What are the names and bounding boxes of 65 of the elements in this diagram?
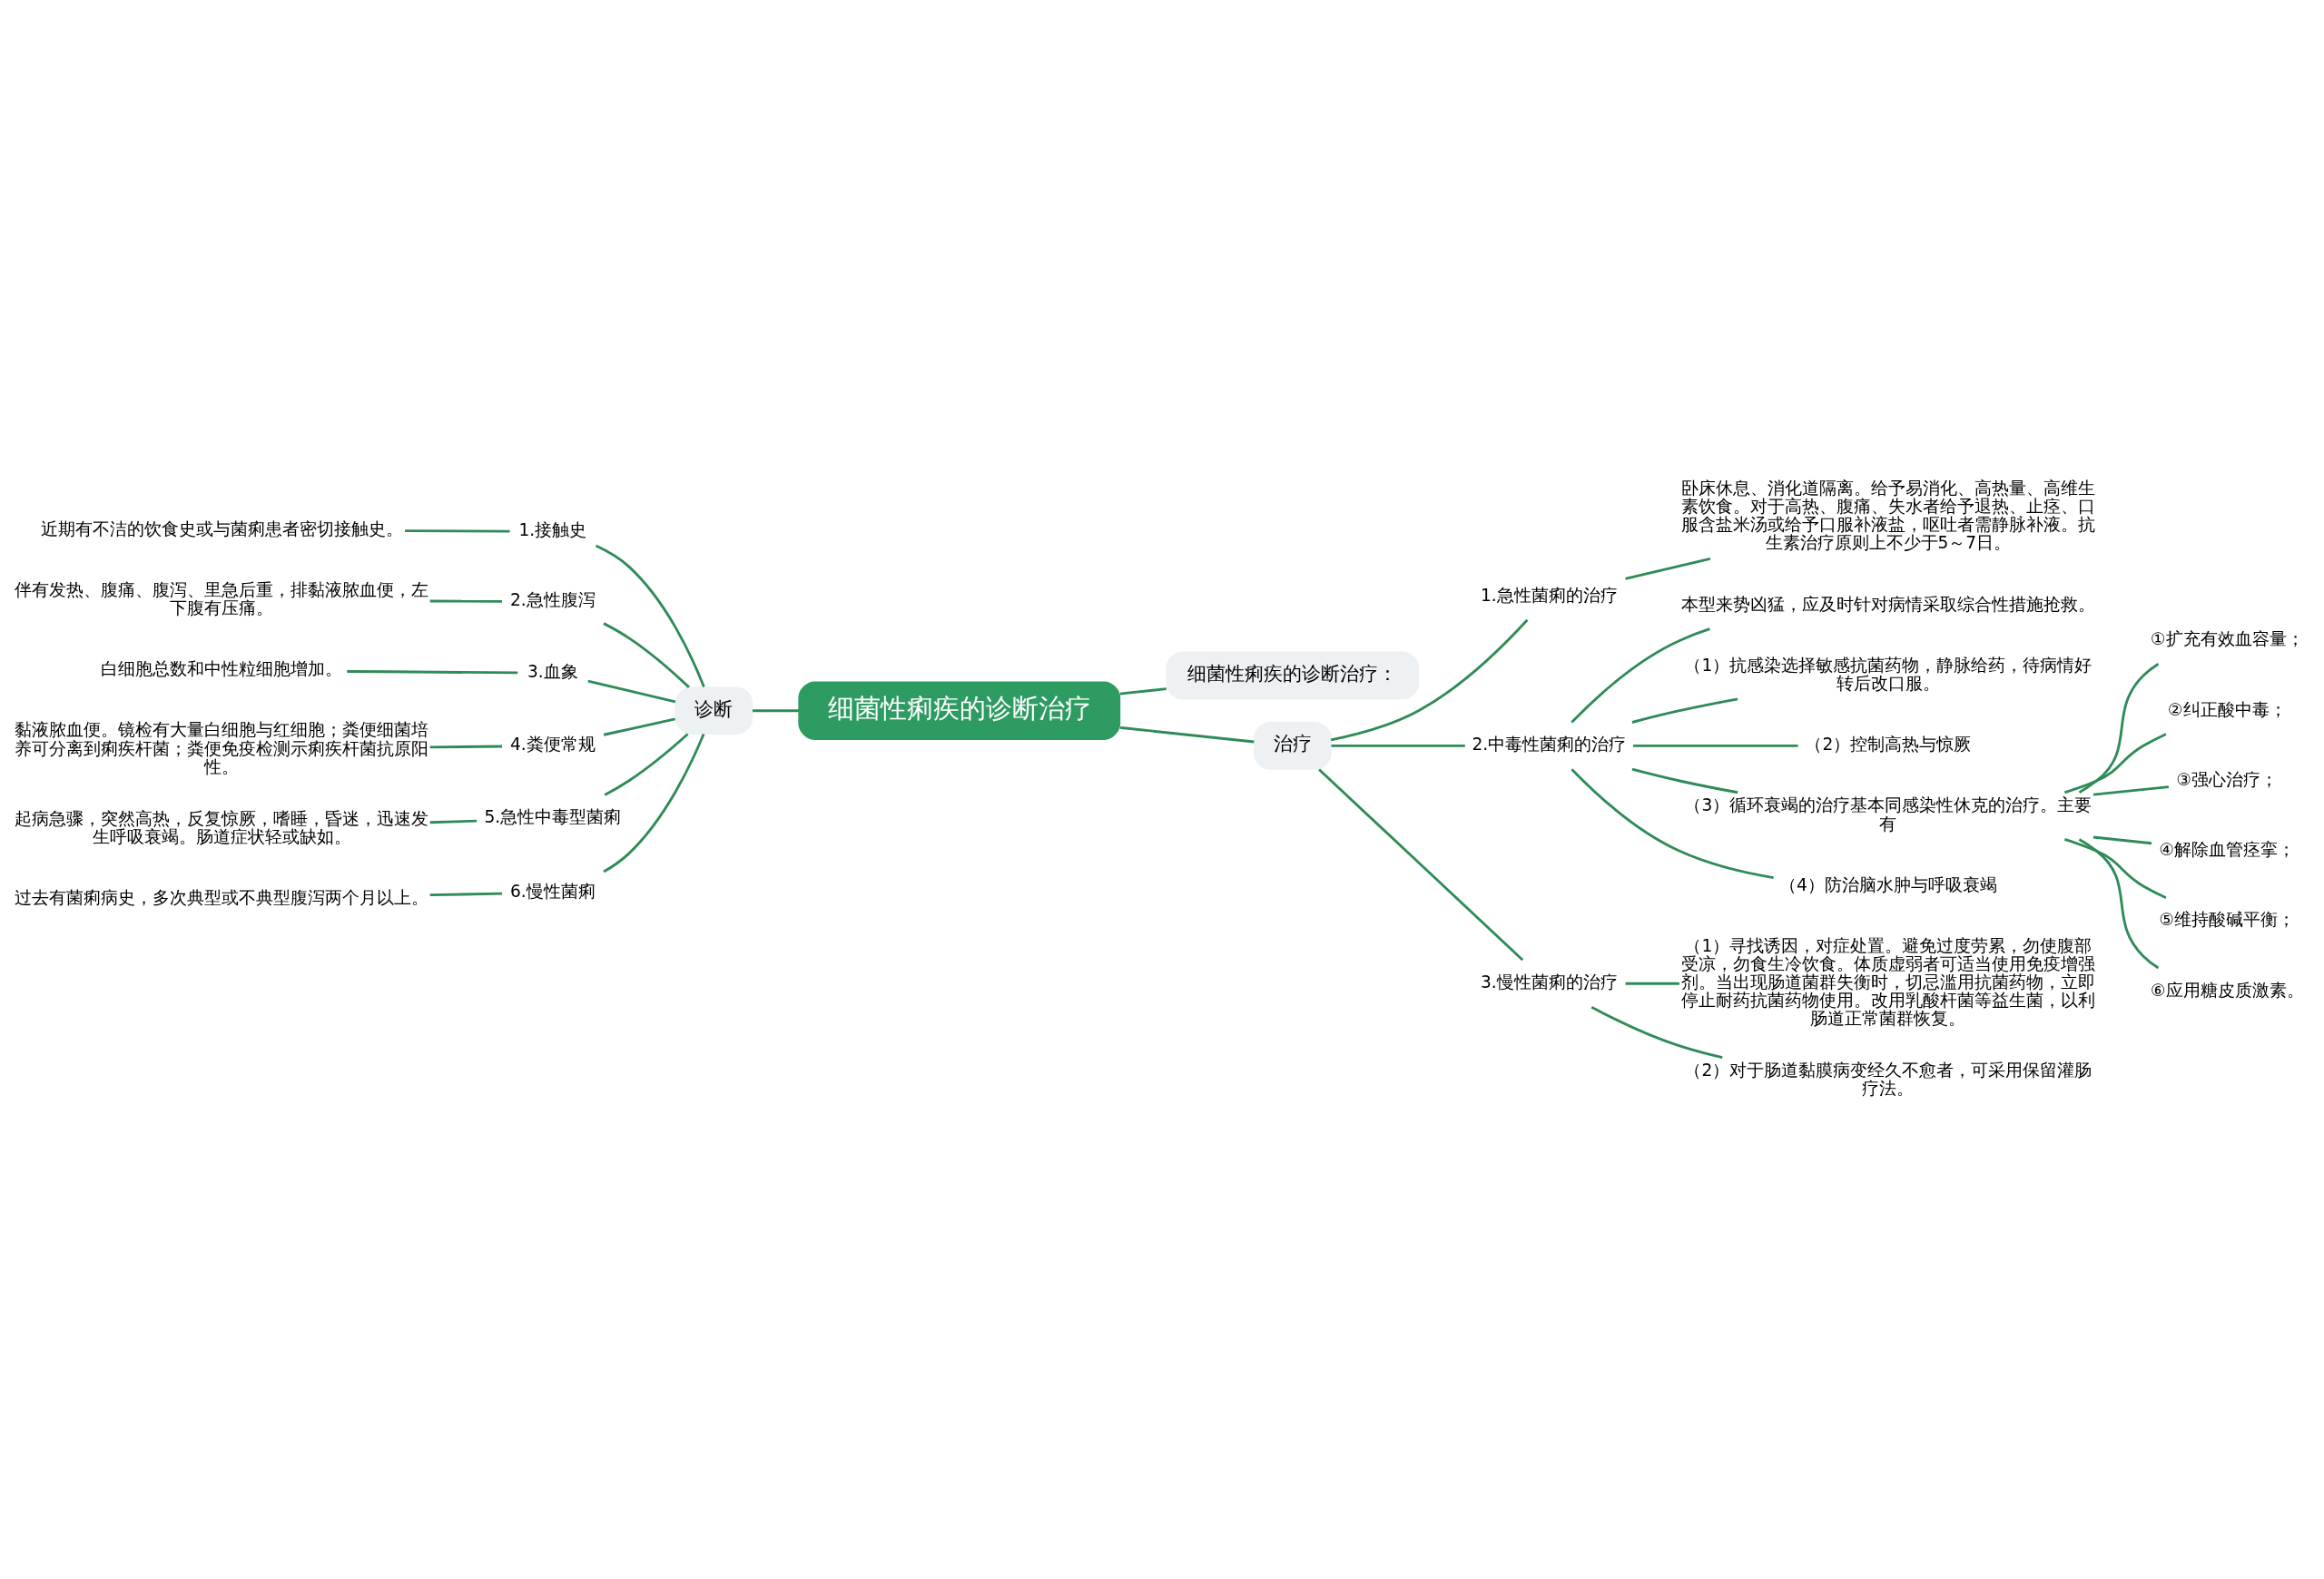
node-text: 过去有菌痢病史，多次典型或不典型腹泻两个月以上。 [15,887,429,907]
node-text: 本型来势凶猛，应及时针对病情采取综合性措施抢救。 [1680,594,2095,614]
node-text: （4）防治脑水肿与呼吸衰竭 [1778,874,1997,894]
connector [603,716,675,736]
connector [1330,618,1529,741]
connector [1571,767,1774,879]
connector [1590,1005,1723,1059]
node-text: 2.中毒性菌痢的治疗 [1472,734,1627,754]
connector [429,745,503,748]
node-box: 治疗 [1253,721,1332,770]
node-text: 3.血象 [527,661,578,681]
connector [2093,785,2169,796]
connector [1571,627,1710,724]
connector [1119,725,1255,743]
connector [603,733,705,873]
connector [1119,686,1167,695]
node-text: ③强心治疗； [2176,769,2279,789]
node-text: ②纠正酸中毒； [2168,699,2287,719]
connector [347,669,518,674]
node-text: 黏液脓血便。镜检有大量白细胞与红细胞；粪便细菌培养可分离到痢疾杆菌；粪便免疫检测示痢疾杆菌抗原阳性。 [15,719,429,776]
connector [2093,835,2152,844]
connector [587,679,676,703]
connector [1625,557,1711,580]
node-text: ①扩充有效血容量； [2151,628,2304,648]
node-text: （1）抗感染选择敏感抗菌药物，静脉给药，待病情好转后改口服。 [1684,655,2093,693]
node-box: 细菌性痢疾的诊断治疗： [1166,651,1420,700]
node-text: ⑥应用糖皮质激素。 [2151,980,2304,1000]
node-text: 3.慢性菌痢的治疗 [1481,972,1618,992]
node-text: （2）对于肠道黏膜病变经久不愈者，可采用保留灌肠疗法。 [1684,1060,2093,1098]
node-text: 2.急性腹泻 [510,589,596,609]
node-text: 1.急性菌痢的治疗 [1481,585,1618,605]
node-text: 5.急性中毒型菌痢 [484,806,622,826]
connector [1318,767,1524,961]
connector [2063,732,2167,794]
connector [595,544,705,687]
node-text: ⑤维持酸碱平衡； [2159,909,2296,929]
node-text: 近期有不洁的饮食史或与菌痢患者密切接触史。 [40,518,403,538]
node-text: 伴有发热、腹痛、腹泻、里急后重，排黏液脓血便，左下腹有压痛。 [15,579,429,617]
connector [753,708,799,712]
node-text: 6.慢性菌痢 [510,881,596,901]
node-text: （3）循环衰竭的治疗基本同感染性休克的治疗。主要有 [1684,794,2093,833]
connector [603,621,690,688]
connector [429,599,503,603]
connector [405,528,510,532]
node-text: ④解除血管痉挛； [2159,839,2296,859]
connector [1625,982,1679,985]
connector [1631,767,1738,794]
node-text: 卧床休息、消化道隔离。给予易消化、高热量、高维生素饮食。对于高热、腹痛、失水者给予退热、止痉、口服含盐米汤或给予口服补液盐，呕吐者需静脉补液。抗生素治疗原则上不少于5～7日。 [1680,478,2095,552]
connector [1331,744,1465,747]
connector [429,819,478,824]
connector [1631,697,1738,724]
connector [1632,744,1798,747]
node-text: 1.接触史 [518,519,587,539]
connector [604,732,689,796]
connector [429,892,503,896]
node-text: 起病急骤，突然高热，反复惊厥，嗜睡，昏迷，迅速发生呼吸衰竭。肠道症状轻或缺如。 [15,808,429,846]
node-text: （2）控制高热与惊厥 [1805,734,1972,754]
connector [2063,837,2167,899]
connector [2078,837,2160,969]
node-text: （1）寻找诱因，对症处置。避免过度劳累，勿使腹部受凉，勿食生冷饮食。体质虚弱者可适当使用免疫增强剂。当出现肠道菌群失衡时，切忌滥用抗菌药物，立即停止耐药抗菌药物使用。改用乳酸杆菌等益生菌，以利肠道正常菌群恢复。 [1680,935,2095,1028]
node-box: 诊断 [675,686,753,735]
node-box: 细菌性痢疾的诊断治疗 [798,681,1121,740]
node-text: 白细胞总数和中性粒细胞增加。 [101,658,343,678]
node-text: 4.粪便常规 [510,734,596,754]
connector [2078,662,2160,794]
